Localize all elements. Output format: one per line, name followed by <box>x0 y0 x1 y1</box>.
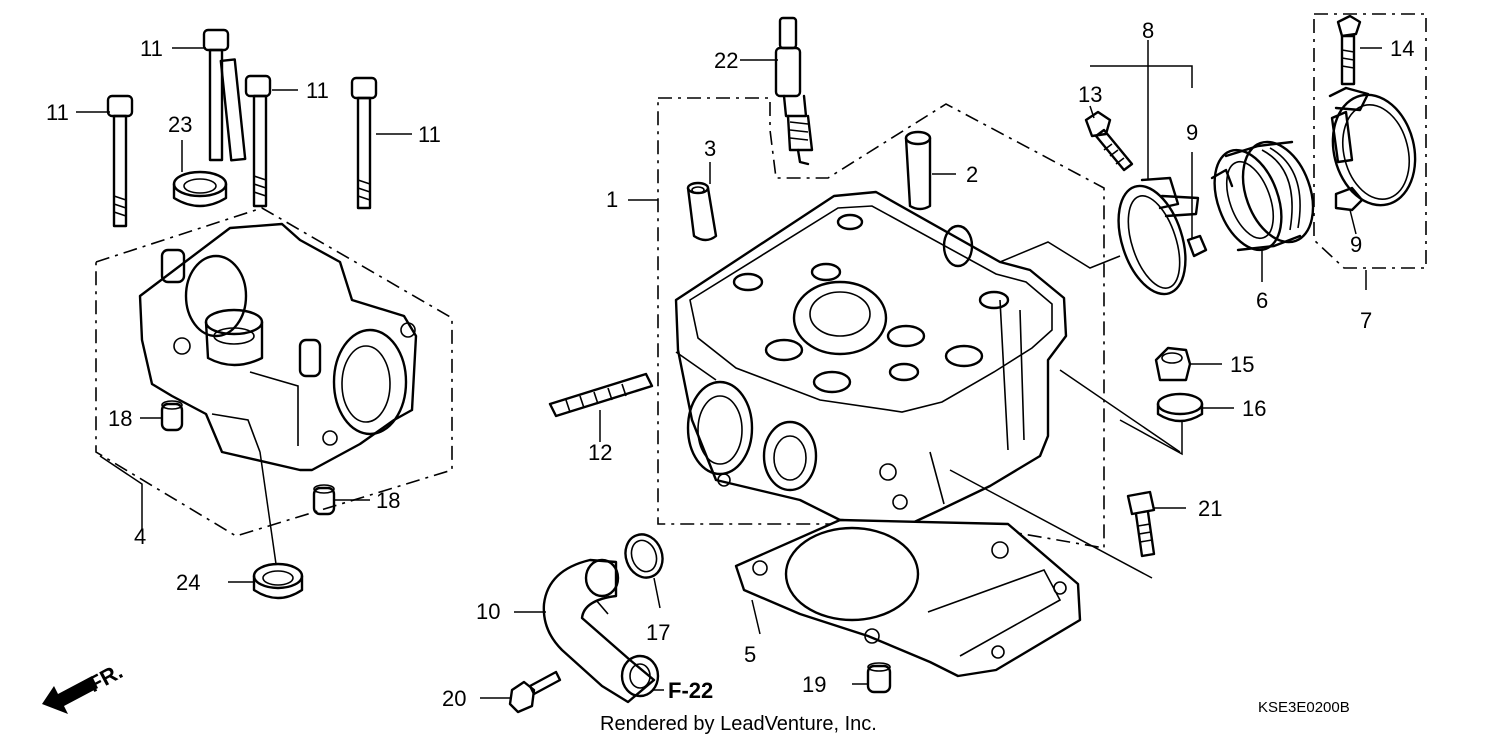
o-ring-17 <box>624 533 664 579</box>
bolt-11-c <box>244 74 272 208</box>
leader-lines <box>76 40 1382 699</box>
callout-9-a: 9 <box>1186 120 1198 145</box>
callout-22: 22 <box>714 48 738 73</box>
camshaft-holder <box>138 222 418 472</box>
nut-15 <box>1154 346 1192 382</box>
insulator-6 <box>1210 140 1315 252</box>
bolt-21 <box>1126 490 1156 558</box>
nut-9-a <box>1186 234 1208 258</box>
callout-24: 24 <box>176 570 200 595</box>
callout-7: 7 <box>1360 308 1372 333</box>
callout-16: 16 <box>1242 396 1266 421</box>
dowel-pin-18-b <box>312 484 336 516</box>
callout-15: 15 <box>1230 352 1254 377</box>
callout-23: 23 <box>168 112 192 137</box>
callout-12: 12 <box>588 440 612 465</box>
callout-11-b: 11 <box>46 100 69 125</box>
callout-17: 17 <box>646 620 670 645</box>
front-arrow-icon <box>42 676 98 714</box>
reference-label-f22: F-22 <box>668 678 713 703</box>
callout-6: 6 <box>1256 288 1268 313</box>
diagram-code: KSE3E0200B <box>1258 699 1350 716</box>
callout-13: 13 <box>1078 82 1102 107</box>
credit-text: Rendered by LeadVenture, Inc. <box>600 713 877 735</box>
front-direction-indicator: FR. <box>42 658 127 714</box>
callout-8: 8 <box>1142 18 1154 43</box>
callout-2: 2 <box>966 162 978 187</box>
stud-bolt-12 <box>548 372 654 418</box>
callout-21: 21 <box>1198 496 1222 521</box>
water-joint-10 <box>542 558 660 704</box>
callout-11-a: 11 <box>140 36 163 61</box>
valve-guide-3 <box>686 181 718 242</box>
callout-18-b: 18 <box>376 488 400 513</box>
clamp-band-7 <box>1328 86 1417 207</box>
cylinder-head-gasket-5 <box>734 518 1082 678</box>
bolt-13 <box>1084 110 1134 172</box>
dowel-pin-19 <box>866 662 892 694</box>
callout-labels: 1 2 3 4 5 6 7 8 9 9 10 11 11 11 11 12 13… <box>46 18 1414 711</box>
band-clamp-8 <box>1117 176 1200 296</box>
nut-9-b <box>1334 186 1364 212</box>
bolt-11-b <box>202 28 247 162</box>
callout-3: 3 <box>704 136 716 161</box>
oil-seal-23 <box>172 170 228 208</box>
dowel-pin-18-a <box>160 400 184 432</box>
bolt-14 <box>1336 14 1362 86</box>
callout-11-c: 11 <box>306 78 329 103</box>
callout-14: 14 <box>1390 36 1414 61</box>
o-ring-24 <box>252 562 304 600</box>
callout-1: 1 <box>606 187 618 212</box>
callout-18-a: 18 <box>108 406 132 431</box>
bolt-20 <box>508 670 562 714</box>
callout-10: 10 <box>476 599 500 624</box>
callout-20: 20 <box>442 686 466 711</box>
callout-4: 4 <box>134 524 146 549</box>
callout-19: 19 <box>802 672 826 697</box>
group-outline-cylinder-head <box>657 97 1105 549</box>
callout-5: 5 <box>744 642 756 667</box>
bolt-11-d <box>350 76 378 210</box>
washer-16 <box>1156 392 1204 423</box>
group-outline-camshaft-holder <box>95 207 453 537</box>
cylinder-head <box>674 190 1068 526</box>
group-bracket-15-16 <box>1119 419 1183 456</box>
group-outline-clamp-set <box>1090 65 1193 88</box>
spark-plug-22 <box>774 16 814 166</box>
callout-11-d: 11 <box>418 122 441 147</box>
valve-guide-2 <box>904 130 932 211</box>
bolt-11-a <box>106 94 134 228</box>
callout-9-b: 9 <box>1350 232 1362 257</box>
